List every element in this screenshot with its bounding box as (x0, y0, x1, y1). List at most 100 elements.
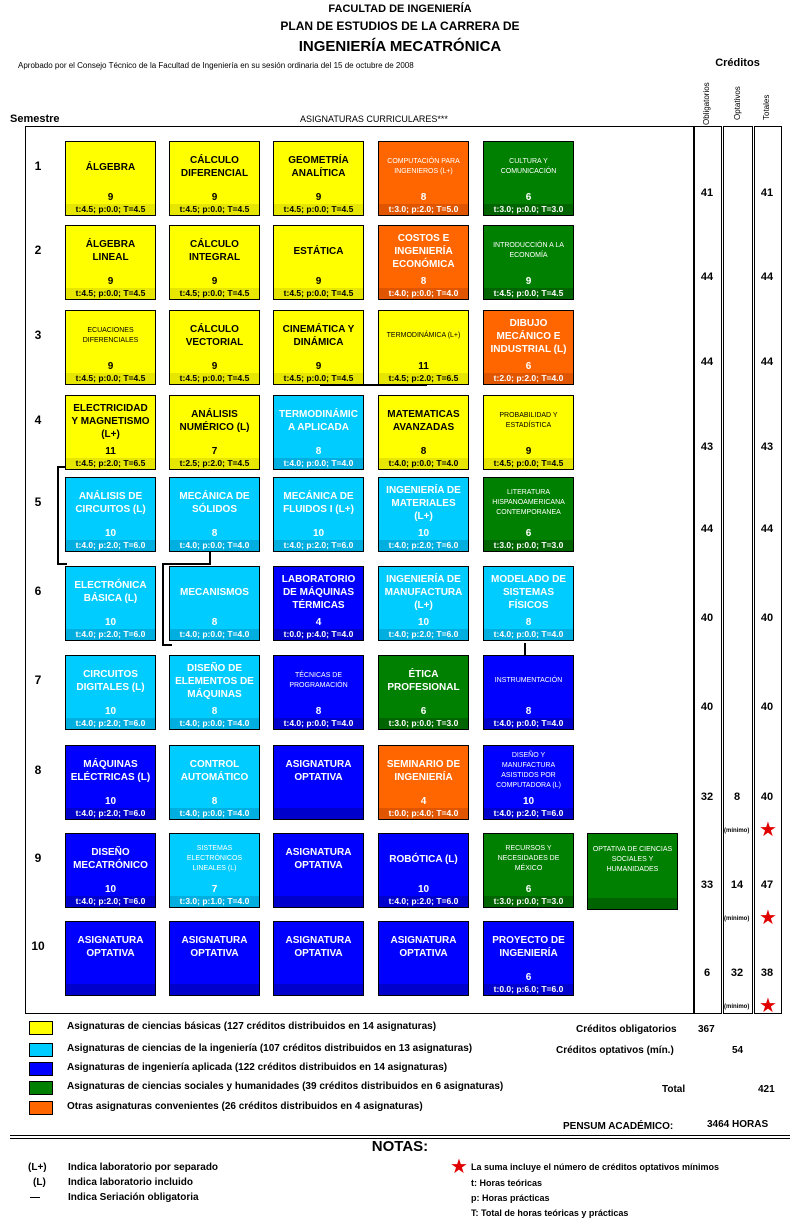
course-credits: 9 (107, 361, 114, 372)
course-credits: 6 (525, 884, 532, 895)
course-credits: 8 (211, 796, 218, 807)
pensum-label: PENSUM ACADÉMICO: (563, 1121, 674, 1132)
course-credits: 9 (107, 276, 114, 287)
note-line-sym: — (30, 1192, 40, 1203)
divider (10, 1138, 790, 1139)
minimo-note: (mínimo) (724, 916, 750, 922)
notas-title: NOTAS: (371, 1138, 429, 1155)
course-box: ASIGNATURA OPTATIVA (169, 921, 260, 996)
minimo-note: (mínimo) (724, 828, 750, 834)
course-hours: t:4.5; p:0.0; T=4.5 (170, 288, 259, 299)
semester-number: 2 (34, 243, 42, 257)
course-name: DISEÑO Y MANUFACTURA ASISTIDOS POR COMPU… (496, 752, 561, 789)
credits-oblig: 33 (700, 879, 714, 891)
course-name: PROYECTO DE INGENIERÍA (492, 935, 565, 959)
course-name: INSTRUMENTACIÓN (494, 677, 563, 684)
course-hours: t:4.5; p:0.0; T=4.5 (170, 373, 259, 384)
total-label: Total (662, 1084, 686, 1095)
course-name: GEOMETRÍA ANALÍTICA (288, 155, 349, 179)
course-hours: t:4.0; p:2.0; T=6.0 (274, 540, 363, 551)
credits-total: 44 (760, 356, 774, 368)
legend-swatch (29, 1101, 53, 1115)
course-credits: 9 (315, 361, 322, 372)
legend-swatch (29, 1021, 53, 1035)
course-credits: 10 (104, 528, 117, 539)
course-name: COMPUTACIÓN PARA INGENIEROS (L+) (387, 158, 460, 175)
course-hours: t:4.0; p:0.0; T=4.0 (379, 458, 468, 469)
legend-swatch (29, 1081, 53, 1095)
course-name: CÁLCULO DIFERENCIAL (180, 155, 249, 179)
course-hours: t:0.0; p:4.0; T=4.0 (379, 808, 468, 819)
course-hours: t:4.0; p:2.0; T=6.0 (66, 629, 155, 640)
course-hours: t:4.0; p:2.0; T=6.0 (66, 808, 155, 819)
note-line-text: Indica Seriación obligatoria (68, 1192, 199, 1203)
credits-oblig: 40 (700, 612, 714, 624)
credits-total: 38 (760, 967, 774, 979)
grid-frame (25, 126, 694, 1014)
opt-credits-label: Créditos optativos (mín.) (556, 1045, 674, 1056)
course-hours: t:4.0; p:0.0; T=4.0 (170, 808, 259, 819)
course-hours: t:4.5; p:0.0; T=4.5 (274, 288, 363, 299)
course-hours: t:3.0; p:2.0; T=5.0 (379, 204, 468, 215)
course-credits: 9 (315, 276, 322, 287)
course-box: OPTATIVA DE CIENCIAS SOCIALES Y HUMANIDA… (587, 833, 678, 910)
course-hours (66, 984, 155, 995)
oblig-frame (694, 126, 722, 1014)
course-credits: 9 (211, 361, 218, 372)
course-credits: 9 (107, 192, 114, 203)
note-t-text: t: Horas teóricas (471, 1178, 543, 1188)
course-box: ASIGNATURA OPTATIVA (378, 921, 469, 996)
course-hours (379, 984, 468, 995)
col-oblig-header: Obligatorios (702, 82, 711, 125)
course-name: CIRCUITOS DIGITALES (L) (76, 669, 145, 693)
semester-number: 3 (34, 328, 42, 342)
course-name: MECÁNICA DE SÓLIDOS (179, 491, 250, 515)
course-name: CÁLCULO INTEGRAL (188, 239, 241, 263)
course-credits: 10 (417, 528, 430, 539)
course-credits: 8 (315, 446, 322, 457)
legend-text: Otras asignaturas convenientes (26 crédi… (67, 1101, 423, 1112)
course-hours: t:3.0; p:0.0; T=3.0 (484, 540, 573, 551)
credits-total: 40 (760, 612, 774, 624)
seriation-line (57, 466, 59, 564)
course-hours: t:4.0; p:0.0; T=4.0 (170, 540, 259, 551)
credits-total: 40 (760, 791, 774, 803)
course-name: TÉCNICAS DE PROGRAMACIÓN (289, 672, 348, 689)
course-name: TERMODINÁMIC A APLICADA (279, 409, 358, 433)
course-hours: t:0.0; p:4.0; T=4.0 (274, 629, 363, 640)
course-name: ASIGNATURA OPTATIVA (285, 935, 352, 959)
course-credits: 8 (211, 528, 218, 539)
course-hours: t:4.0; p:2.0; T=6.0 (484, 808, 573, 819)
course-credits: 8 (420, 446, 427, 457)
legend-swatch (29, 1062, 53, 1076)
opt-frame (723, 126, 753, 1014)
legend-text: Asignaturas de ciencias sociales y human… (67, 1081, 504, 1092)
course-hours: t:4.5; p:0.0; T=4.5 (66, 204, 155, 215)
minimo-note: (mínimo) (724, 1004, 750, 1010)
course-hours (274, 808, 363, 819)
credits-total: 40 (760, 701, 774, 713)
semester-number: 5 (34, 495, 42, 509)
pensum-value: 3464 HORAS (707, 1119, 769, 1130)
course-name: ASIGNATURA OPTATIVA (390, 935, 457, 959)
course-hours: t:4.5; p:0.0; T=4.5 (170, 204, 259, 215)
course-name: INGENIERÍA DE MATERIALES (L+) (386, 484, 461, 522)
course-name: ELECTRÓNICA BÁSICA (L) (74, 580, 147, 604)
course-credits: 6 (525, 361, 532, 372)
